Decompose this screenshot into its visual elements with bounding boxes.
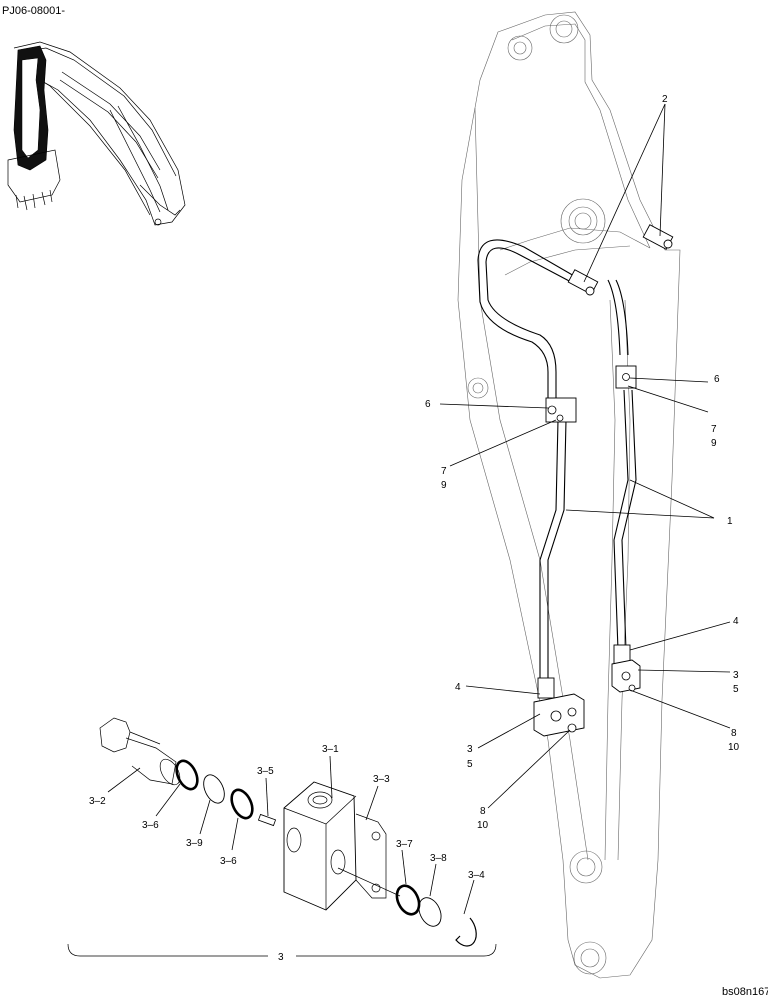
part-3-9-ring <box>203 774 225 804</box>
part-3-5-pin <box>257 813 277 827</box>
callout-4-right: 4 <box>733 616 739 627</box>
callout-10-right: 10 <box>728 742 740 753</box>
excavator-locator-thumbnail <box>7 41 186 226</box>
part-3-3-bracket <box>355 813 387 899</box>
callout-3-right: 3 <box>733 670 739 681</box>
callout-labels: 2 6 7 9 6 7 9 1 4 3 5 8 10 4 3 5 8 10 3–… <box>89 94 740 963</box>
pipe-assembly <box>477 224 674 680</box>
upper-left-clamp <box>545 397 577 423</box>
lower-left-block <box>533 677 585 737</box>
valve-exploded-view <box>67 717 497 957</box>
callout-3-6-b: 3–6 <box>220 856 237 867</box>
illustration-code: bs08n167 <box>722 986 768 998</box>
callout-9-right: 9 <box>711 438 717 449</box>
callout-3-left: 3 <box>467 744 473 755</box>
callout-3-3: 3–3 <box>373 774 390 785</box>
callout-8-right: 8 <box>731 728 737 739</box>
part-3-7-ring <box>395 884 421 916</box>
callout-3-2: 3–2 <box>89 796 106 807</box>
callout-9-left: 9 <box>441 480 447 491</box>
part-3-2-poppet <box>99 717 181 786</box>
callout-2: 2 <box>662 94 668 105</box>
callout-3-1: 3–1 <box>322 744 339 755</box>
callout-3-5: 3–5 <box>257 766 274 777</box>
document-code: PJ06-08001- <box>2 5 65 17</box>
callout-3-9: 3–9 <box>186 838 203 849</box>
callout-4-left: 4 <box>455 682 461 693</box>
callout-6-right: 6 <box>714 374 720 385</box>
callout-3-6-a: 3–6 <box>142 820 159 831</box>
arm-outline <box>457 11 681 979</box>
part-3-8-ring <box>418 897 442 927</box>
callout-7-right: 7 <box>711 424 717 435</box>
callout-3-7: 3–7 <box>396 839 413 850</box>
part-3-4-snap-ring <box>455 917 477 947</box>
part-3-1-valve-body <box>283 781 357 911</box>
callout-assembly-3: 3 <box>278 952 284 963</box>
lower-right-block <box>611 644 641 693</box>
leader-lines <box>439 103 731 809</box>
callout-5-left: 5 <box>467 759 473 770</box>
part-3-6-ring-right <box>230 788 254 820</box>
callout-7-left: 7 <box>441 466 447 477</box>
callout-1: 1 <box>727 516 733 527</box>
callout-3-8: 3–8 <box>430 853 447 864</box>
callout-6-left: 6 <box>425 399 431 410</box>
upper-right-clamp <box>615 365 637 389</box>
callout-8-left: 8 <box>480 806 486 817</box>
callout-3-4: 3–4 <box>468 870 485 881</box>
callout-10-left: 10 <box>477 820 489 831</box>
part-3-6-ring-left <box>175 759 199 791</box>
callout-5-right: 5 <box>733 684 739 695</box>
